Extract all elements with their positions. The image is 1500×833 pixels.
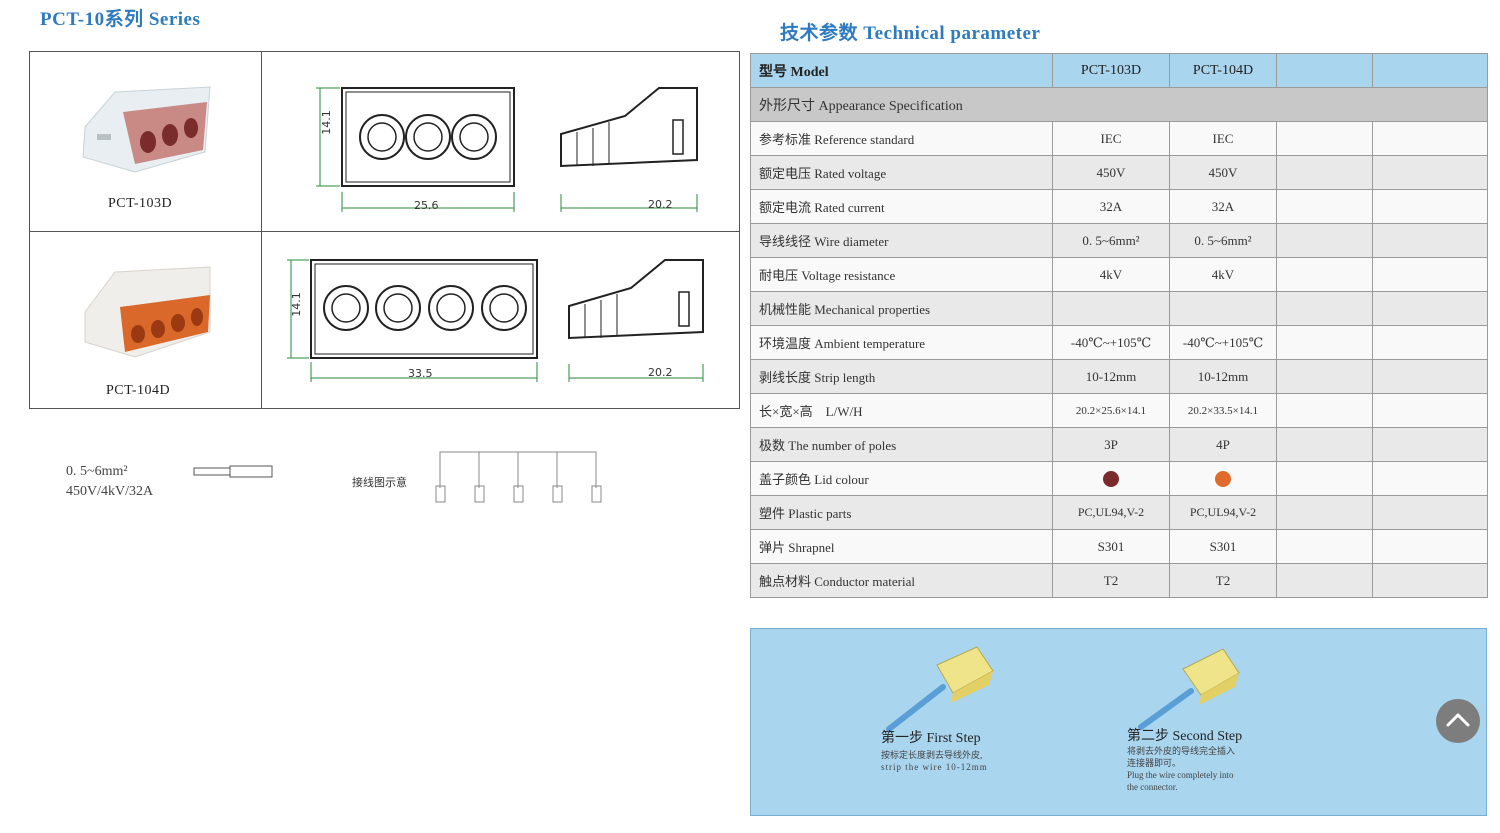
step2-cn1: 将剥去外皮的导线完全插入 — [1127, 746, 1236, 756]
dim-depth-103d: 20.2 — [648, 198, 673, 211]
step2-en1: Plug the wire completely into — [1127, 770, 1234, 780]
technical-parameter-table: 型号 Model PCT-103D PCT-104D 外形尺寸 Appearan… — [750, 53, 1488, 598]
section-appearance: 外形尺寸 Appearance Specification — [750, 87, 1488, 122]
chevron-up-icon — [1446, 713, 1470, 727]
wiring-diagram — [435, 451, 602, 503]
pct-104d-front-drawing — [287, 259, 538, 382]
step2-illustration — [1138, 648, 1240, 730]
step2-en2: the connector. — [1127, 782, 1178, 792]
scroll-top-button[interactable] — [1436, 699, 1480, 743]
step1-en: strip the wire 10-12mm — [881, 762, 988, 772]
product-grid: PCT-103D PCT-104D 14.1 25.6 — [29, 51, 740, 409]
pct-104d-side-drawing — [568, 259, 704, 382]
wire-spec-line2: 450V/4kV/32A — [66, 484, 154, 499]
installation-steps-panel: 第一步 First Step 按标定长度剥去导线外皮, strip the wi… — [750, 628, 1487, 816]
stripped-wire-illustration — [193, 465, 273, 478]
step1-illustration — [886, 646, 994, 732]
table-row: 机械性能 Mechanical properties — [750, 291, 1488, 326]
tech-title: 技术参数 Technical parameter — [780, 23, 1041, 44]
wire-spec-line1: 0. 5~6mm² — [66, 464, 128, 479]
pct-103d-photo — [82, 86, 211, 173]
dim-width-103d: 25.6 — [414, 199, 439, 212]
product-label-104d: PCT-104D — [106, 383, 171, 398]
header-model: 型号 Model — [750, 53, 1053, 88]
dim-width-104d: 33.5 — [408, 367, 433, 380]
lid-colour-swatch-104d — [1215, 471, 1231, 487]
header-col-104d: PCT-104D — [1169, 53, 1277, 88]
pct-104d-photo — [84, 266, 211, 358]
wire-spec: 0. 5~6mm² 450V/4kV/32A — [66, 462, 153, 502]
lid-colour-swatch-103d — [1103, 471, 1119, 487]
table-row: 盖子颜色 Lid colour — [750, 461, 1488, 496]
series-title: PCT-10系列 Series — [40, 9, 201, 30]
table-header-row: 型号 Model PCT-103D PCT-104D — [750, 53, 1488, 88]
pct-103d-side-drawing — [560, 87, 698, 212]
header-col-103d: PCT-103D — [1052, 53, 1170, 88]
dim-height-104d: 14.1 — [289, 292, 303, 317]
wiring-diagram-label: 接线图示意 — [352, 476, 407, 489]
dim-height-103d: 14.1 — [319, 110, 333, 135]
step1-cn: 按标定长度剥去导线外皮, — [881, 750, 983, 760]
step2-cn2: 连接器即可。 — [1127, 758, 1182, 768]
step1-title: 第一步 First Step — [881, 731, 981, 746]
table-row: 环境温度 Ambient temperature-40℃~+105℃-40℃~+… — [750, 325, 1488, 360]
pct-103d-front-drawing — [316, 87, 515, 212]
dim-depth-104d: 20.2 — [648, 366, 673, 379]
product-label-103d: PCT-103D — [108, 196, 173, 211]
step2-title: 第二步 Second Step — [1127, 729, 1243, 744]
section-row: 外形尺寸 Appearance Specification — [750, 87, 1488, 122]
